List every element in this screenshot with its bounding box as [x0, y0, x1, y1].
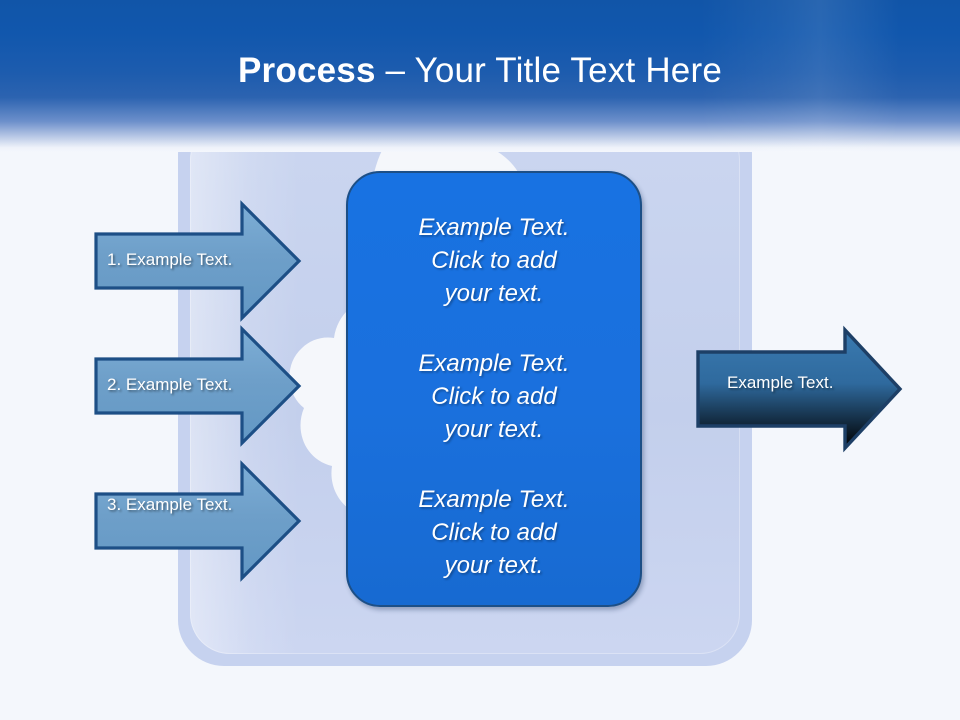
page-title-bold: Process [238, 51, 376, 90]
left-arrow-1[interactable] [90, 196, 305, 326]
center-content-box[interactable]: Example Text. Click to add your text. Ex… [346, 171, 642, 607]
right-arrow[interactable] [692, 324, 907, 454]
page-title-rest: – Your Title Text Here [375, 51, 722, 90]
center-text-block-2: Example Text. Click to add your text. [418, 350, 570, 443]
header-band [0, 0, 960, 152]
left-arrow-3[interactable] [90, 456, 305, 586]
page-title: Process – Your Title Text Here [0, 50, 960, 92]
center-text-block-1: Example Text. Click to add your text. [418, 214, 570, 307]
left-arrow-2[interactable] [90, 321, 305, 451]
center-text-block-3: Example Text. Click to add your text. [418, 486, 570, 579]
